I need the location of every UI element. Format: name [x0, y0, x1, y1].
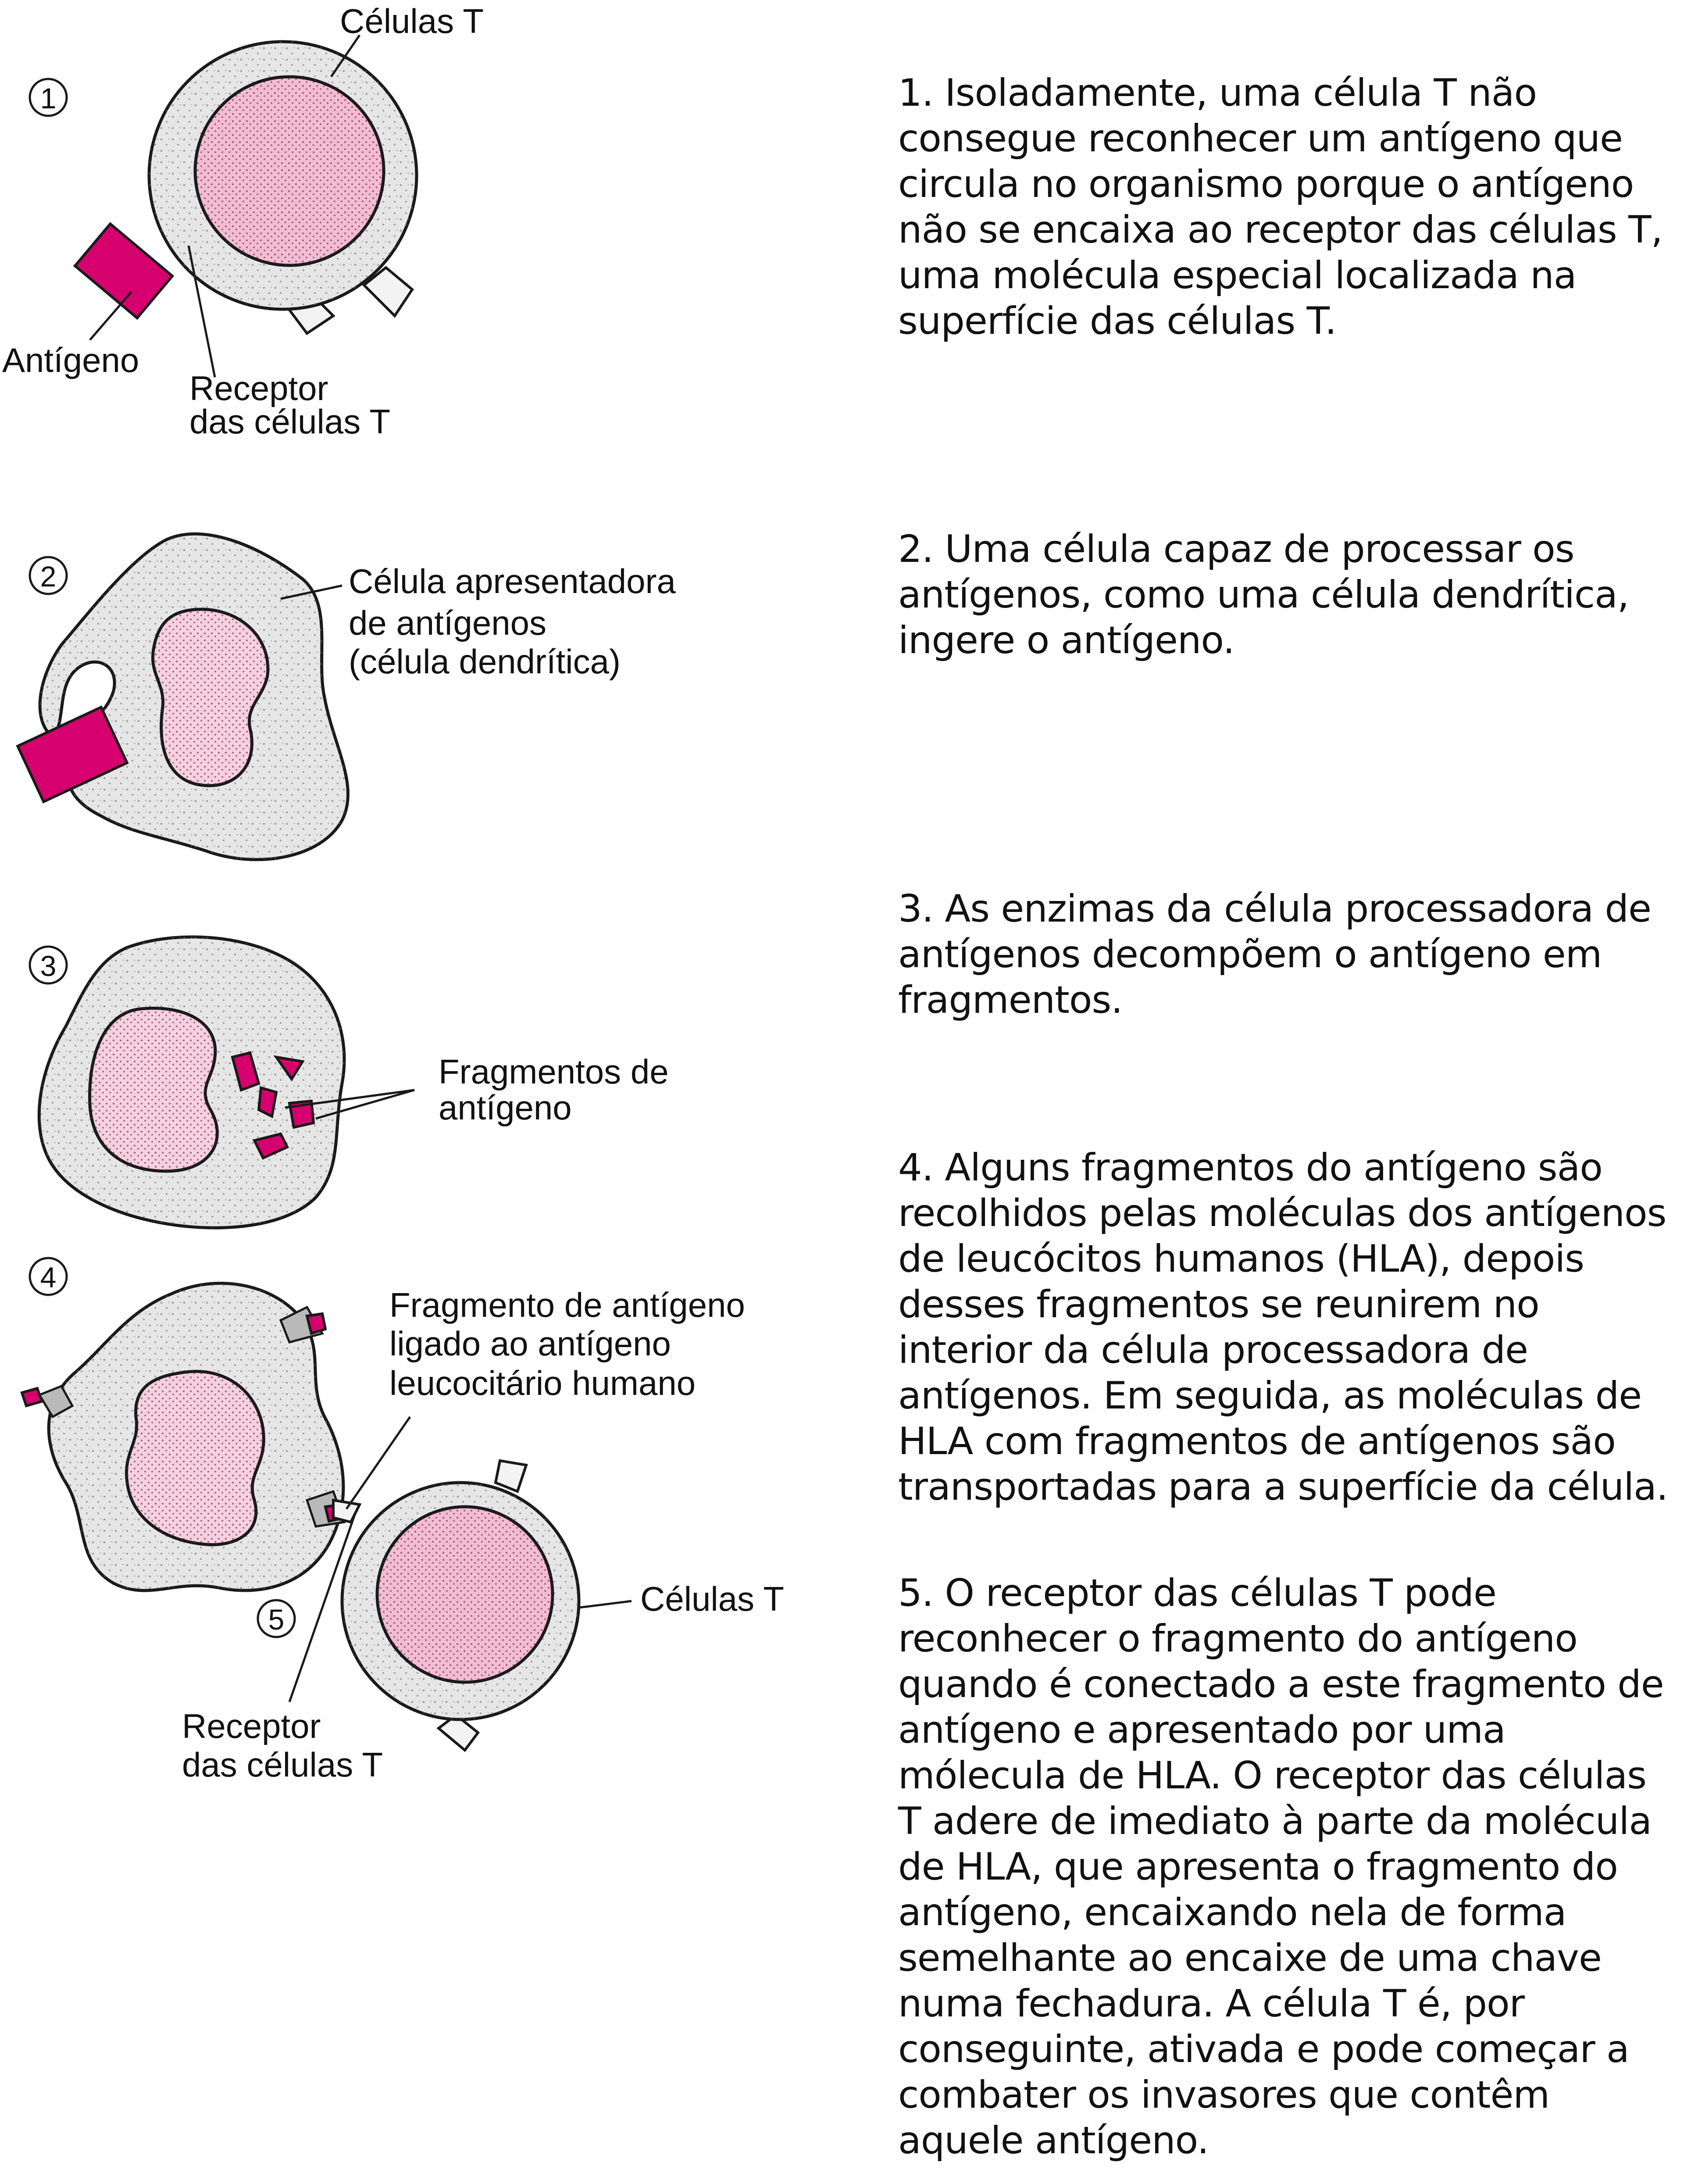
svg-text:2: 2	[40, 560, 57, 593]
step-4-text: 4. Alguns fragmentos do antígeno são rec…	[898, 1146, 1668, 1509]
label-apc-line3: (célula dendrítica)	[349, 642, 621, 681]
label-t-cells-bottom: Células T	[640, 1580, 784, 1618]
step-1-illustration: 1 Células T Antígeno Receptor das célula…	[2, 2, 484, 441]
step-4-5-illustration: 4 5	[20, 1257, 784, 1784]
label-tcr-bottom-line1: Receptor	[182, 1707, 321, 1745]
label-apc-line2: de antígenos	[349, 604, 546, 642]
label-bound-line3: leucocitário humano	[389, 1364, 696, 1402]
svg-text:3: 3	[40, 950, 57, 982]
step-number-3: 3	[29, 945, 68, 985]
processing-cell	[37, 935, 346, 1230]
presenting-cell	[20, 1282, 346, 1592]
label-apc-line1: Célula apresentadora	[349, 562, 676, 601]
svg-text:4: 4	[40, 1261, 57, 1294]
label-fragments-line2: antígeno	[439, 1088, 572, 1127]
step-3-text: 3. As enzimas da célula processadora de …	[898, 887, 1652, 1022]
step-1-text: 1. Isoladamente, uma célula T não conseg…	[898, 71, 1663, 343]
label-antigen: Antígeno	[2, 341, 139, 379]
antigen-block	[73, 222, 175, 320]
label-fragments-line1: Fragmentos de	[439, 1052, 669, 1091]
step-number-2: 2	[29, 556, 68, 595]
label-tcr-bottom-line2: das células T	[182, 1745, 383, 1784]
svg-text:1: 1	[40, 82, 57, 114]
t-cell-top	[147, 40, 418, 336]
label-tcr-top-line2: das células T	[189, 402, 390, 441]
step-number-1: 1	[29, 78, 68, 117]
label-bound-line2: ligado ao antígeno	[389, 1324, 671, 1363]
svg-text:5: 5	[268, 1603, 285, 1636]
label-bound-line1: Fragmento de antígeno	[389, 1286, 745, 1324]
step-number-4: 4	[29, 1257, 68, 1296]
dendritic-cell	[38, 532, 350, 861]
step-3-illustration: 3 Fragmentos de antígeno	[29, 935, 669, 1230]
antigen-being-ingested	[16, 705, 129, 804]
label-tcr-top-line1: Receptor	[189, 369, 328, 407]
step-number-5: 5	[257, 1599, 296, 1638]
antigen-fragments	[231, 1051, 315, 1160]
t-cell-bottom	[332, 1459, 581, 1752]
step-5-text: 5. O receptor das células T pode reconhe…	[898, 1571, 1664, 2163]
step-2-illustration: 2 Célula apresentadora de antígenos (cél…	[16, 532, 676, 861]
step-2-text: 2. Uma célula capaz de processar os antí…	[898, 527, 1629, 662]
label-t-cells-top: Células T	[340, 2, 484, 40]
